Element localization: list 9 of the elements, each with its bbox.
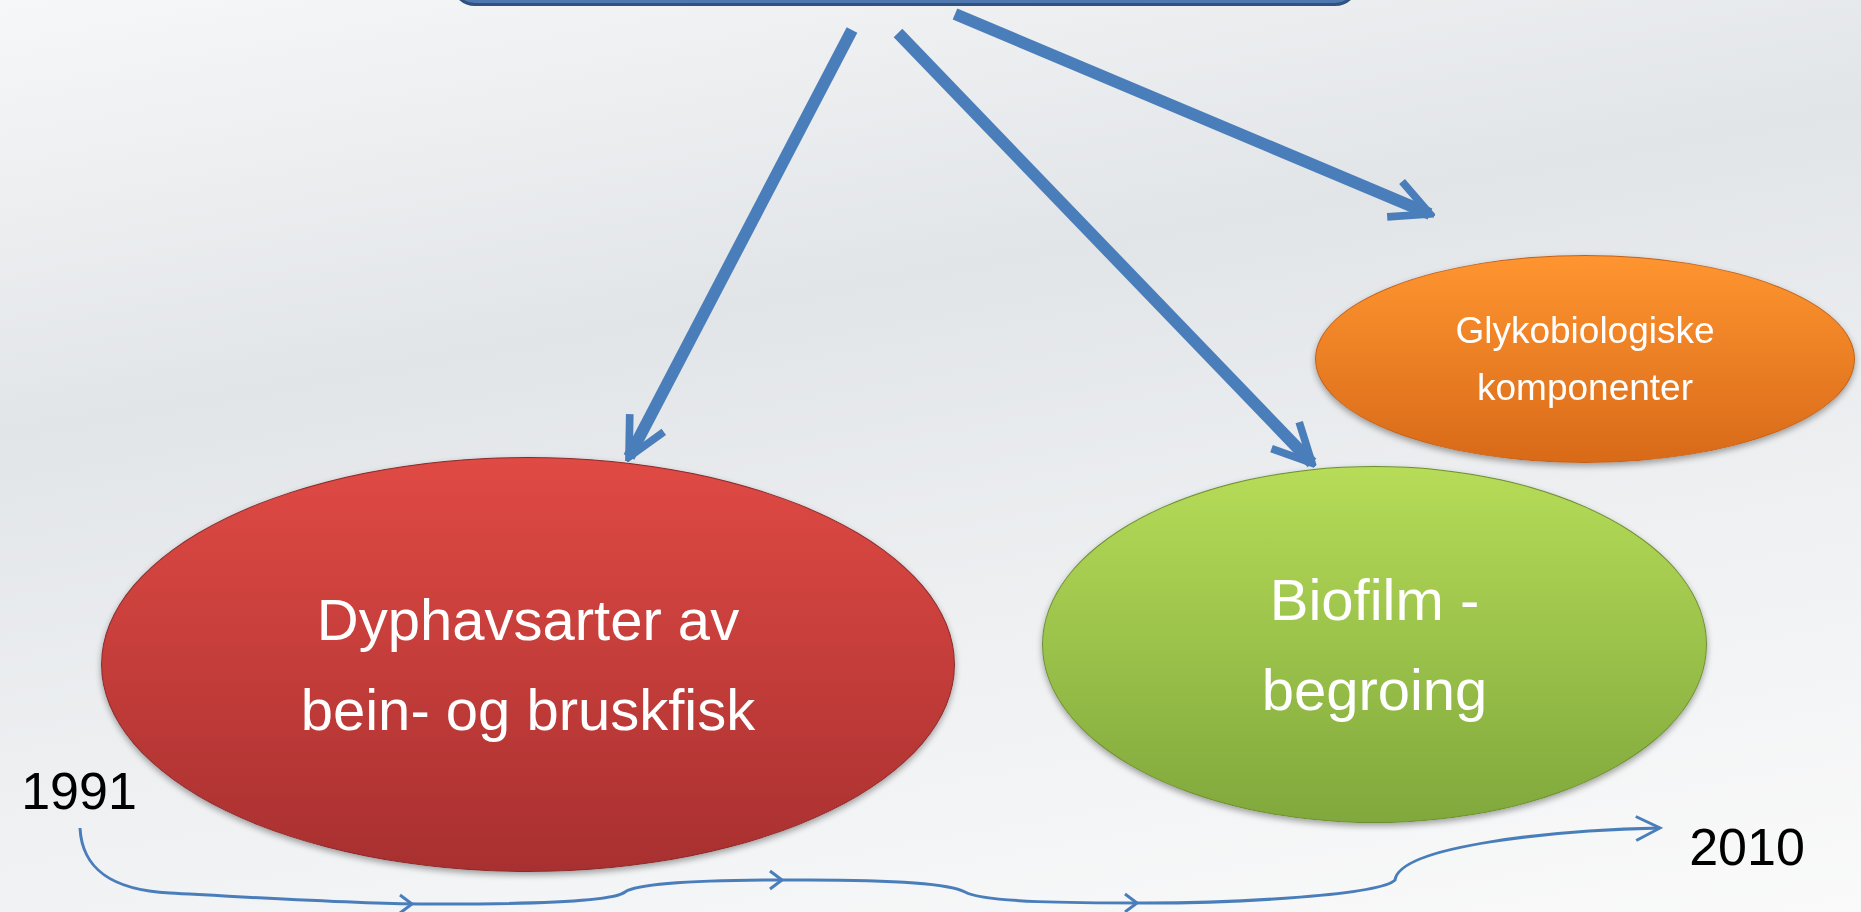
node-label: Dyphavsarter av bein- og bruskfisk — [299, 585, 757, 744]
node-label: Biofilm - begroing — [1260, 565, 1489, 724]
arrow — [952, 8, 1434, 221]
arrow — [893, 28, 1317, 468]
node-label: 2010 — [1689, 816, 1805, 878]
node-label: 1991 — [21, 760, 137, 822]
node-label: Glykobiologiske komponenter — [1454, 308, 1716, 410]
arrow — [78, 815, 1662, 906]
arrow — [623, 27, 858, 461]
